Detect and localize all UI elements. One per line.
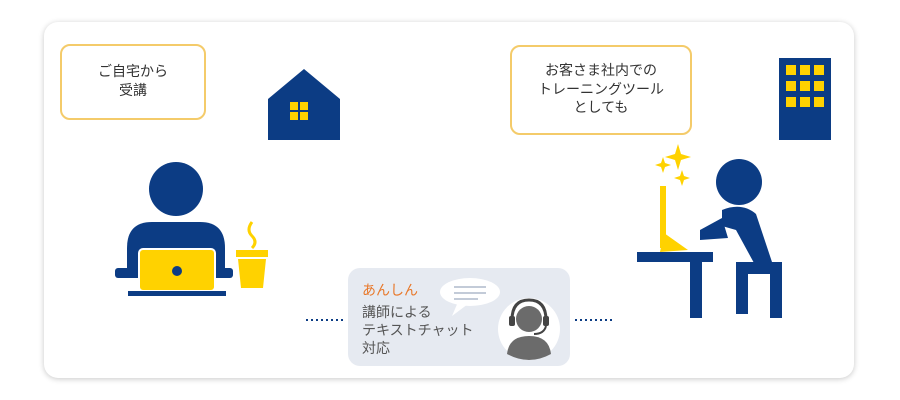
support-box: あんしん 講師による テキストチャット 対応 [348,268,570,366]
person-at-desktop-icon [637,159,782,318]
office-bubble-text: お客さま社内での トレーニングツール としても [538,62,664,117]
sparkle-icon [655,144,691,186]
house-icon [268,69,340,140]
home-bubble-text: ご自宅から 受講 [98,64,168,99]
home-speech-bubble: ご自宅から 受講 [60,44,206,120]
office-speech-bubble: お客さま社内での トレーニングツール としても [510,45,692,135]
office-building-icon [779,58,831,140]
support-illustration [440,278,560,360]
support-description: 講師による テキストチャット 対応 [362,305,474,358]
person-at-laptop-icon [115,162,233,296]
support-tag: あんしん [362,283,418,299]
chat-bubble-icon [440,278,500,316]
headset-operator-icon [498,298,560,360]
coffee-cup-icon [236,221,268,288]
